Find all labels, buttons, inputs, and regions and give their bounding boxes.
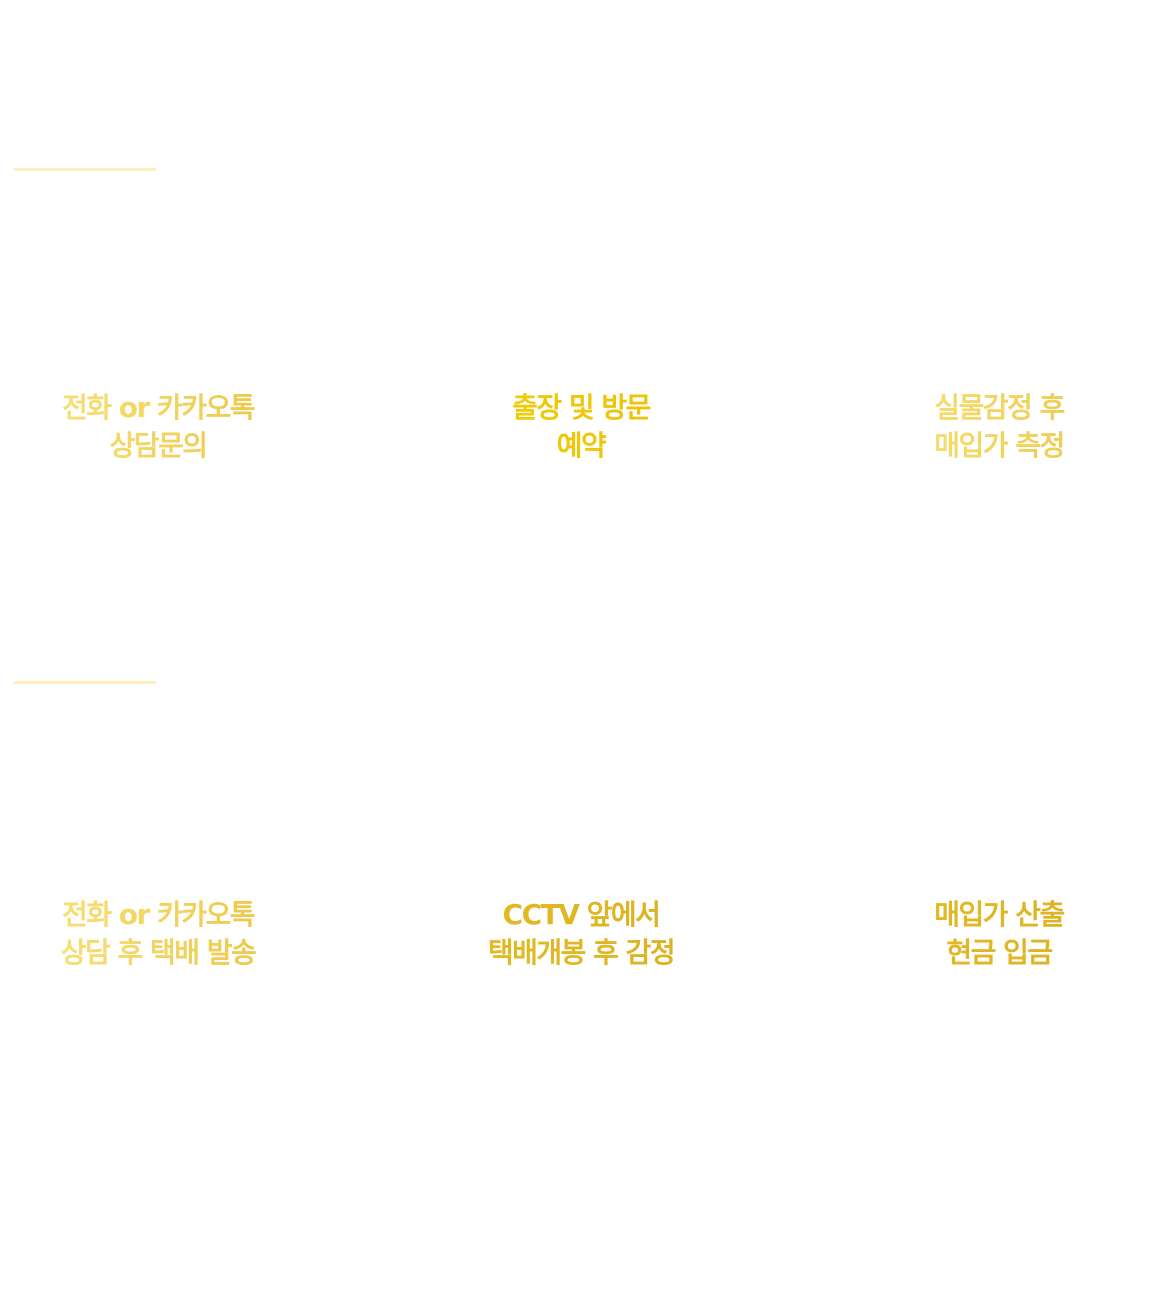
step-title: 전화 or 카카오톡 [61,898,255,931]
step-subtitle: 상담문의 [109,429,207,462]
step-appraisal: 실물감정 후 매입가 측정 [829,389,1160,465]
step-consult-ship: 전화 or 카카오톡 상담 후 택배 발송 [0,896,328,972]
step-subtitle: 예약 [556,429,606,462]
step-reservation: 출장 및 방문 예약 [411,389,751,465]
step-cctv-unbox: CCTV 앞에서 택배개봉 후 감정 [411,896,751,972]
section-divider-delivery [14,681,156,684]
step-title: 실물감정 후 [934,391,1064,424]
step-title: 매입가 산출 [934,898,1064,931]
step-title: CCTV 앞에서 [502,898,660,931]
step-subtitle: 택배개봉 후 감정 [487,936,675,969]
step-subtitle: 매입가 측정 [934,429,1064,462]
step-title: 전화 or 카카오톡 [61,391,255,424]
step-title: 출장 및 방문 [512,391,650,424]
section-divider-visit [14,168,156,171]
step-consult: 전화 or 카카오톡 상담문의 [0,389,328,465]
step-subtitle: 상담 후 택배 발송 [60,936,256,969]
step-payment: 매입가 산출 현금 입금 [829,896,1160,972]
step-subtitle: 현금 입금 [946,936,1052,969]
